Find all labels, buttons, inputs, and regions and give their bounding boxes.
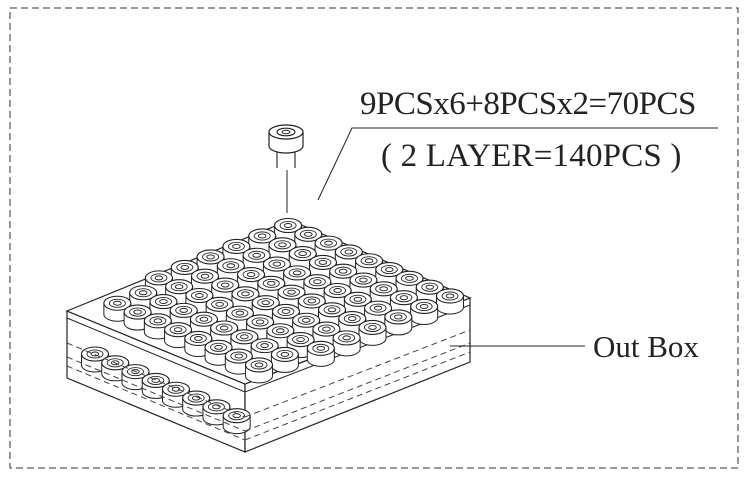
layer-total-text: ( 2 LAYER=140PCS ) [381,138,682,174]
top-layer-part [270,346,299,373]
box-inner-dashes [66,329,471,441]
top-layer-part [332,330,361,357]
out-box-label: Out Box [593,329,699,364]
top-layer-part [358,319,387,346]
top-layer-part [244,357,274,384]
dashed-border [9,7,739,469]
bottom-layer-part [222,408,251,435]
top-layer-part [384,309,413,336]
top-layer-parts [103,217,465,384]
bottom-layer-part [141,372,170,399]
top-layer-part [306,340,335,367]
single-component [268,124,304,168]
top-layer-part [143,313,172,340]
quantity-leader-line [317,127,718,201]
top-layer-part [410,298,439,325]
top-layer-part [435,288,465,315]
quantity-per-layer-text: 9PCSx6+8PCSx2=70PCS [360,86,696,122]
